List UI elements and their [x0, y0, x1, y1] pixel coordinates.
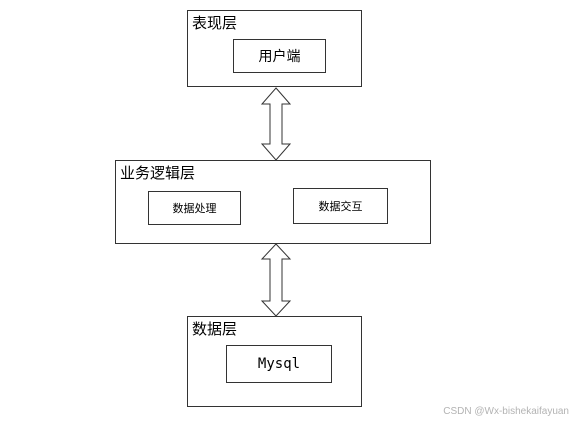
data-processing-label: 数据处理	[172, 202, 217, 215]
business-logic-layer-title: 业务逻辑层	[120, 164, 196, 182]
double-arrow-bottom	[260, 243, 292, 317]
data-processing-box: 数据处理	[148, 191, 241, 225]
client-box-label: 用户端	[258, 49, 301, 65]
client-box: 用户端	[233, 39, 326, 73]
data-interaction-box: 数据交互	[293, 188, 388, 224]
presentation-layer-title: 表现层	[192, 14, 238, 32]
data-layer-title: 数据层	[192, 320, 238, 338]
data-layer: 数据层 Mysql	[187, 316, 362, 407]
double-arrow-top	[260, 87, 292, 161]
watermark: CSDN @Wx-bishekaifayuan	[443, 406, 569, 417]
presentation-layer: 表现层 用户端	[187, 10, 362, 87]
business-logic-layer: 业务逻辑层 数据处理 数据交互	[115, 160, 431, 244]
data-interaction-label: 数据交互	[318, 200, 363, 213]
mysql-box: Mysql	[226, 345, 332, 383]
mysql-box-label: Mysql	[257, 356, 301, 372]
